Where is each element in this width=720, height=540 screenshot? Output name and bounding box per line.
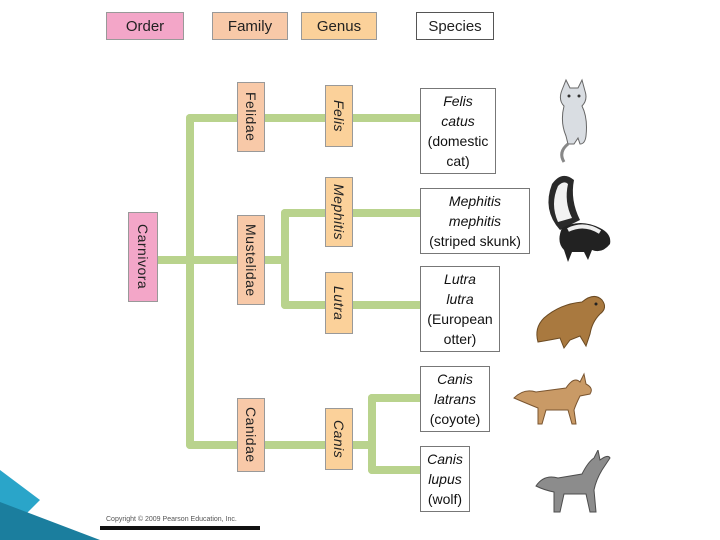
species-canis-latrans-box: Canis latrans (coyote) bbox=[420, 366, 490, 432]
species-common-name-cont: otter) bbox=[443, 331, 477, 347]
family-header-label: Family bbox=[227, 17, 273, 35]
species-header: Species bbox=[416, 12, 494, 40]
coyote-illustration-icon bbox=[513, 372, 592, 425]
species-epithet-text: lutra bbox=[446, 291, 474, 307]
genus-canis-box: Canis bbox=[325, 408, 353, 470]
family-mustelidae-label: Mustelidae bbox=[243, 223, 259, 297]
species-header-label: Species bbox=[428, 17, 482, 35]
family-canidae-box: Canidae bbox=[237, 398, 265, 472]
species-common-name: (domestic bbox=[427, 133, 489, 149]
genus-mephitis-box: Mephitis bbox=[325, 177, 353, 247]
species-canis-lupus-box: Canis lupus (wolf) bbox=[420, 446, 470, 512]
order-carnivora-box: Carnivora bbox=[128, 212, 158, 302]
species-genus-text: Lutra bbox=[444, 271, 476, 287]
genus-header: Genus bbox=[301, 12, 377, 40]
copyright-text: Copyright © 2009 Pearson Education, Inc. bbox=[106, 516, 237, 523]
species-common-name: (European bbox=[427, 311, 493, 327]
corner-decoration bbox=[0, 470, 260, 540]
genus-lutra-box: Lutra bbox=[325, 272, 353, 334]
species-genus-text: Canis bbox=[437, 371, 473, 387]
species-common-name: (striped skunk) bbox=[429, 233, 521, 249]
species-mephitis-mephitis-box: Mephitis mephitis (striped skunk) bbox=[420, 188, 530, 254]
species-lutra-lutra-box: Lutra lutra (European otter) bbox=[420, 266, 500, 352]
family-canidae-label: Canidae bbox=[243, 407, 259, 463]
genus-header-label: Genus bbox=[316, 17, 362, 35]
species-common-name-cont: cat) bbox=[446, 153, 470, 169]
species-epithet-text: mephitis bbox=[448, 213, 502, 229]
order-carnivora-label: Carnivora bbox=[135, 224, 151, 290]
species-epithet-text: lupus bbox=[428, 471, 462, 487]
species-genus-text: Mephitis bbox=[448, 193, 502, 209]
genus-canis-label: Canis bbox=[331, 419, 347, 459]
genus-felis-box: Felis bbox=[325, 85, 353, 147]
species-genus-text: Canis bbox=[427, 451, 463, 467]
species-common-name: (wolf) bbox=[427, 491, 463, 507]
species-felis-catus-box: Felis catus (domestic cat) bbox=[420, 88, 496, 174]
genus-lutra-label: Lutra bbox=[331, 285, 347, 321]
species-epithet-text: catus bbox=[441, 113, 475, 129]
species-epithet-text: latrans bbox=[433, 391, 477, 407]
family-felidae-label: Felidae bbox=[243, 92, 259, 142]
family-mustelidae-box: Mustelidae bbox=[237, 215, 265, 305]
genus-mephitis-label: Mephitis bbox=[331, 183, 347, 241]
family-header: Family bbox=[212, 12, 288, 40]
order-header-label: Order bbox=[125, 17, 165, 35]
species-common-name: (coyote) bbox=[429, 411, 481, 427]
skunk-illustration-icon bbox=[548, 175, 611, 262]
cat-illustration-icon bbox=[559, 78, 587, 163]
otter-illustration-icon bbox=[536, 296, 606, 350]
wolf-illustration-icon bbox=[535, 450, 611, 513]
genus-felis-label: Felis bbox=[331, 99, 347, 133]
family-felidae-box: Felidae bbox=[237, 82, 265, 152]
order-header: Order bbox=[106, 12, 184, 40]
species-genus-text: Felis bbox=[443, 93, 473, 109]
